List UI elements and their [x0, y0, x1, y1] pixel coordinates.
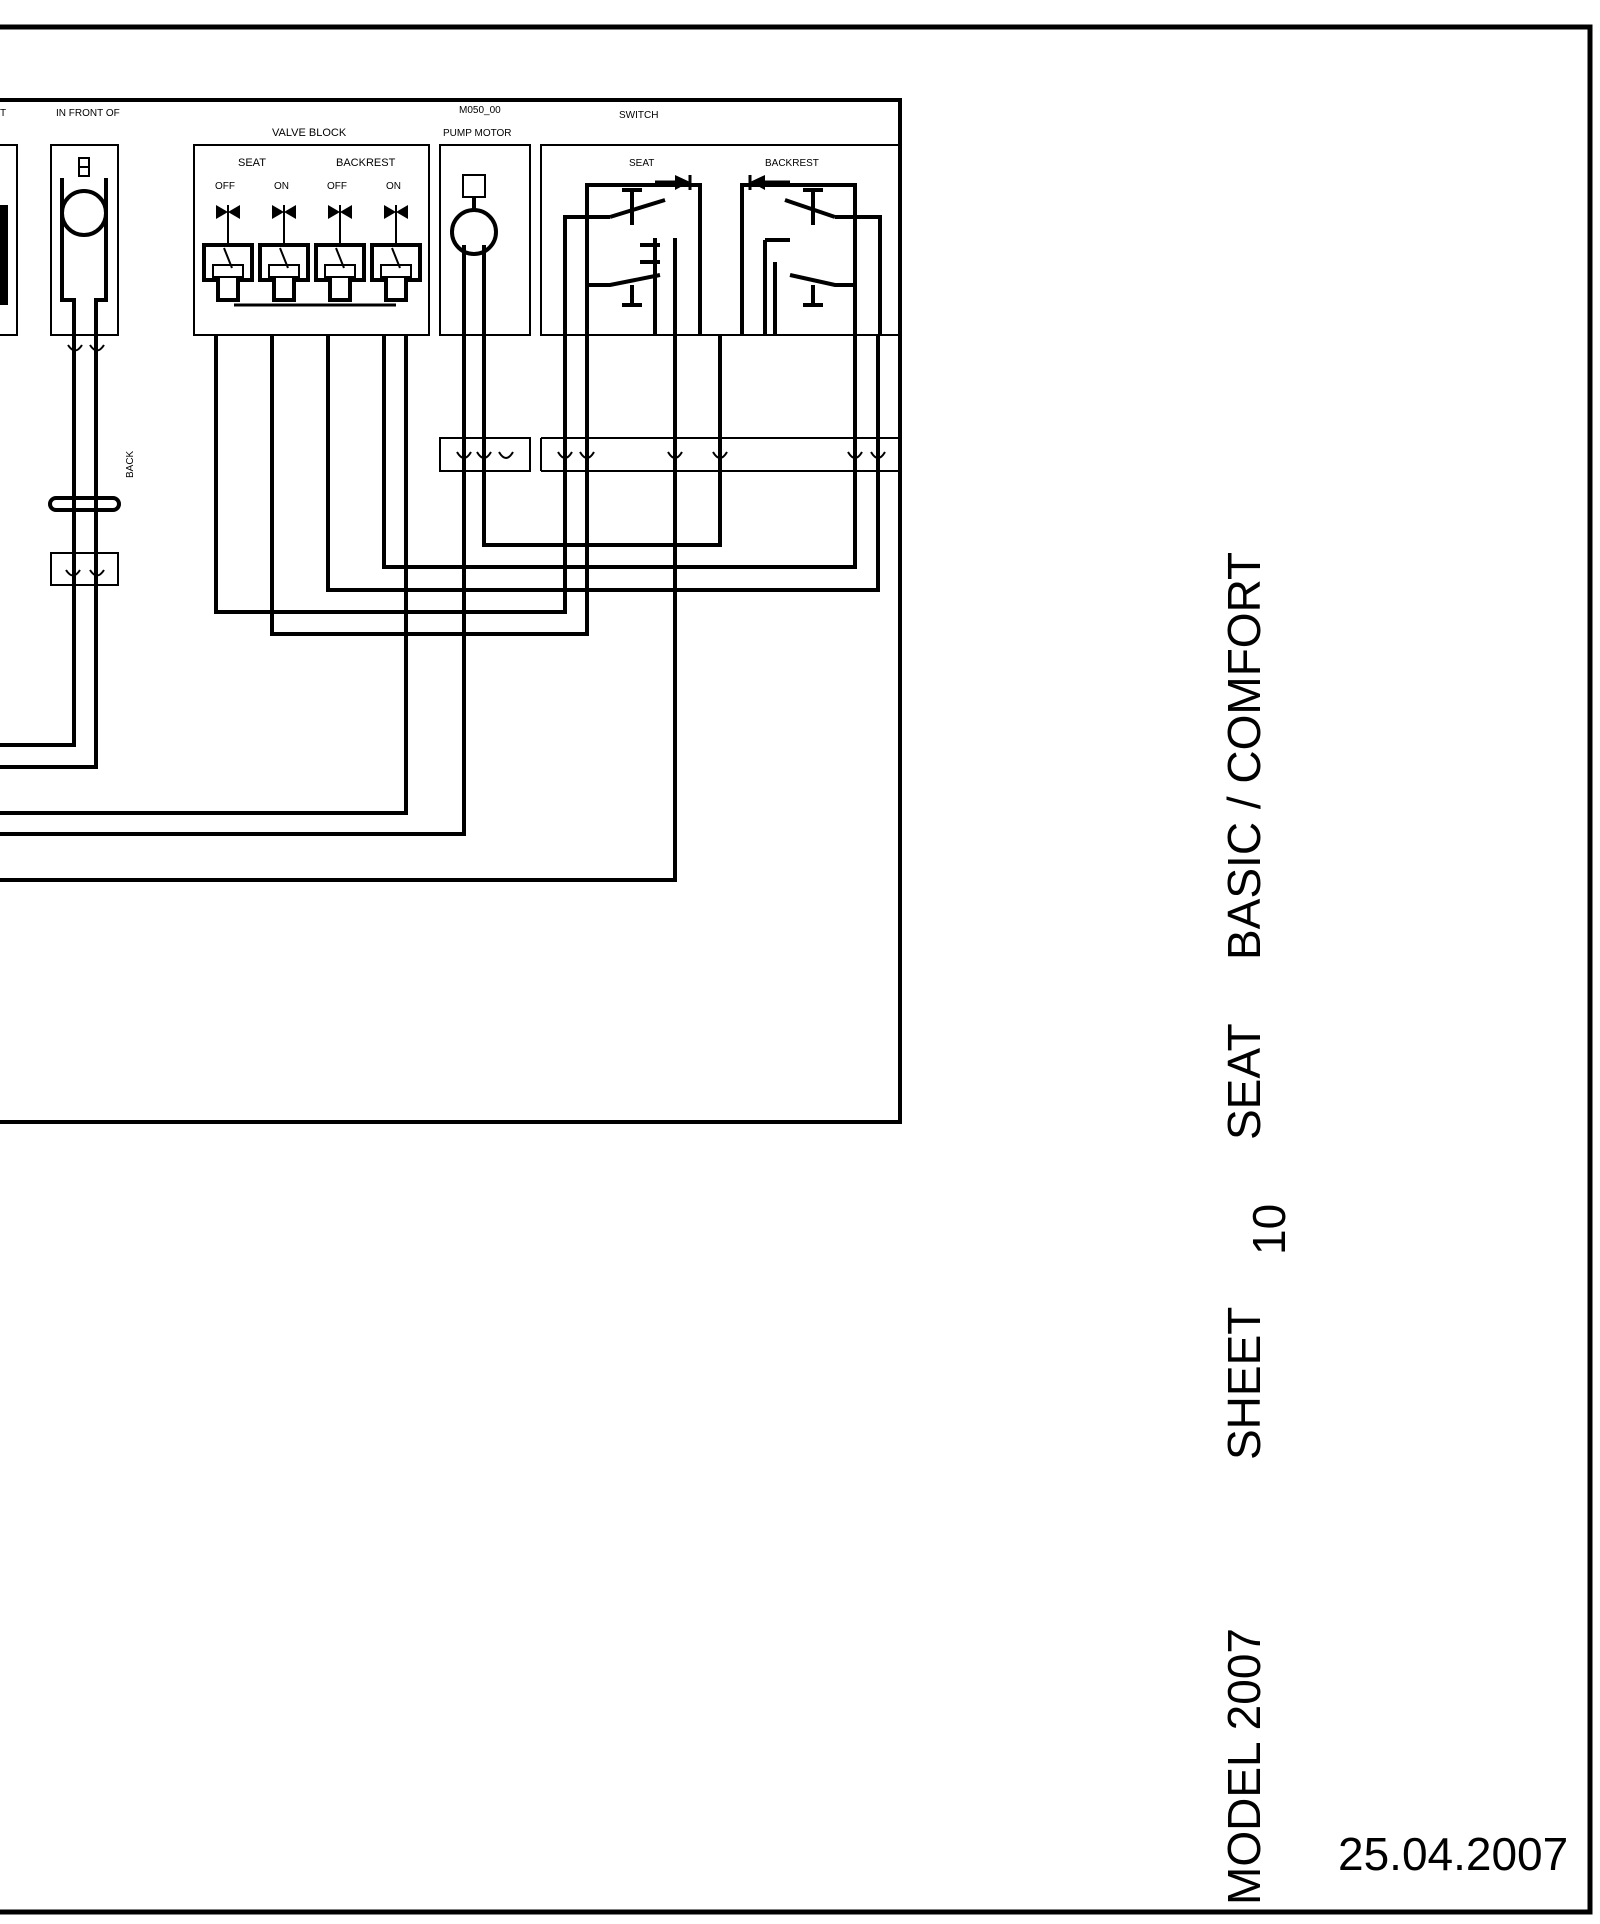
switch-seat-label: SEAT [629, 158, 654, 169]
cut-label: T [0, 108, 6, 119]
seat-title: SEAT [1218, 1023, 1270, 1140]
valve-on-2-label: ON [386, 181, 401, 192]
switch-backrest-label: BACKREST [765, 158, 819, 169]
valve-block-label: VALVE BLOCK [272, 127, 347, 139]
connector-pin-3 [498, 451, 514, 459]
variant-title: BASIC / COMFORT [1218, 552, 1270, 960]
valve-seat-label: SEAT [238, 157, 266, 169]
model-label: MODEL 2007 [1218, 1628, 1270, 1905]
back-label: BACK [125, 450, 136, 478]
valve-off-1-label: OFF [215, 181, 235, 192]
sheet-number: 10 [1243, 1204, 1295, 1255]
left-partial-component: T [0, 108, 18, 336]
sheet-frame [0, 24, 1593, 1915]
switch-label: SWITCH [619, 110, 658, 121]
valve-off-2-label: OFF [327, 181, 347, 192]
switch-component: SWITCH SEAT BACKREST [540, 110, 900, 336]
valve-3 [314, 205, 366, 302]
valve-backrest-label: BACKREST [336, 157, 396, 169]
valve-1 [202, 205, 254, 302]
front-sensor-component: IN FRONT OF BACK [0, 108, 136, 769]
drawing-date: 25.04.2007 [1338, 1828, 1568, 1880]
pump-motor-label: PUMP MOTOR [443, 128, 512, 139]
m050-label: M050_00 [459, 105, 501, 116]
valve-2 [258, 205, 310, 302]
wiring [0, 245, 880, 882]
title-block: MODEL 2007 SHEET 10 SEAT BASIC / COMFORT… [1218, 552, 1568, 1905]
drawing-frame [0, 98, 902, 1124]
in-front-of-label: IN FRONT OF [56, 108, 120, 119]
valve-4 [370, 205, 422, 302]
sheet-label: SHEET [1218, 1307, 1270, 1460]
valve-block: VALVE BLOCK SEAT BACKREST OFF ON OFF ON [193, 127, 430, 336]
connector-strip [439, 437, 900, 472]
valve-on-1-label: ON [274, 181, 289, 192]
